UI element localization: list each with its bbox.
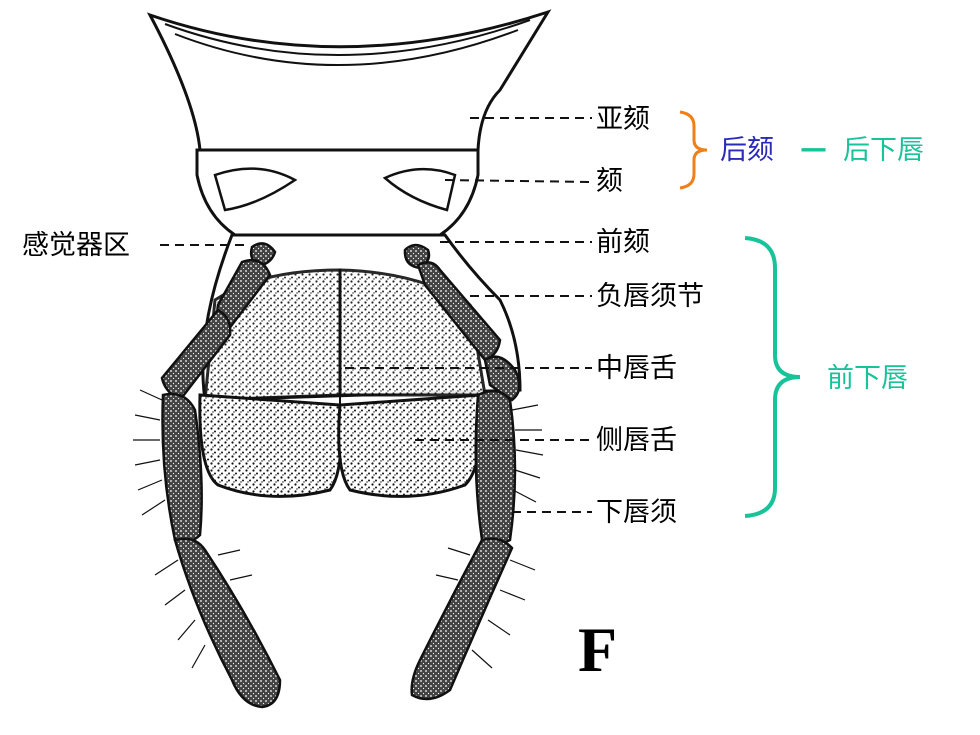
mentum-plate bbox=[195, 148, 480, 237]
label-palpiger: 负唇须节 bbox=[596, 281, 704, 312]
label-paraglossa: 侧唇舌 bbox=[596, 425, 677, 456]
postmentum-brace bbox=[679, 110, 708, 190]
left-labial-palp bbox=[160, 242, 282, 709]
group-postmentum: 后颏 bbox=[720, 135, 774, 166]
figure-letter: F bbox=[578, 614, 618, 685]
label-gena: 颏 bbox=[596, 166, 623, 197]
group-postlabium: 后下唇 bbox=[843, 135, 924, 166]
label-glossa: 中唇舌 bbox=[596, 353, 677, 384]
palp-setae bbox=[133, 389, 544, 669]
submentum-shape bbox=[146, 9, 552, 152]
prelabium-brace bbox=[744, 236, 801, 518]
label-labial-palp: 下唇须 bbox=[596, 497, 677, 528]
label-pre-gena: 前颏 bbox=[596, 227, 650, 258]
group-dash: — bbox=[800, 133, 827, 164]
label-sensory-area: 感觉器区 bbox=[22, 230, 130, 261]
right-labial-palp bbox=[403, 243, 521, 701]
label-sub-gena: 亚颏 bbox=[596, 104, 650, 135]
leader-lines bbox=[160, 117, 593, 513]
group-prelabium: 前下唇 bbox=[827, 363, 908, 394]
